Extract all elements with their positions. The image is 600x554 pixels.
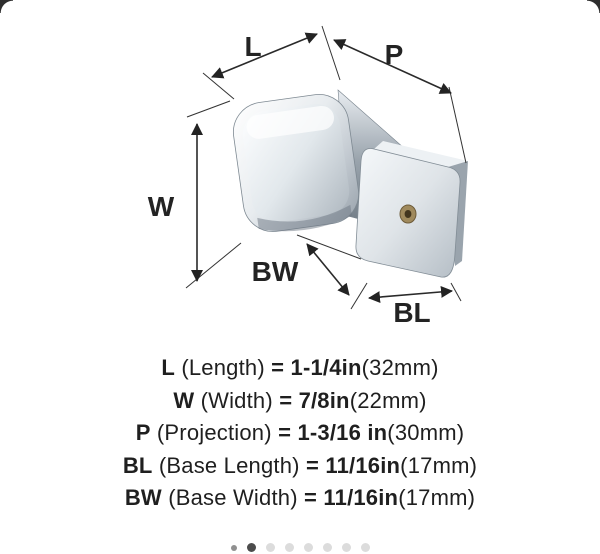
dimension-lines [191,32,453,304]
spec-metric: (17mm) [400,452,478,478]
spec-metric: (32mm) [361,355,439,380]
spec-line-base-width: BW (Base Width) = 11/16in(17mm) [0,482,600,515]
spec-code: P [135,420,151,445]
spec-code: BL [122,452,153,478]
spec-label: (Length) [181,355,265,380]
dim-label-length: L [244,31,261,62]
spec-value: = 11/16in [306,452,401,478]
spec-label: (Projection) [156,420,272,445]
base-plate-top-edge [374,141,468,167]
carousel-dot[interactable] [303,543,313,552]
spec-label: (Width) [200,387,273,413]
spec-code: W [173,387,195,413]
carousel-dot[interactable] [341,543,351,552]
spec-list: L (Length) = 1-1/4in(32mm) W (Width) = 7… [0,352,600,515]
carousel-dot[interactable] [322,543,332,552]
page-corner-artifact-right [587,0,600,13]
dim-label-base-width: BW [252,256,299,287]
dim-line-length [211,32,318,79]
dimension-labels: L P W BW BL [148,31,431,328]
carousel-dots [0,543,600,552]
carousel-dot[interactable] [265,543,275,552]
spec-label: (Base Width) [168,485,298,510]
knob-graphic [233,89,468,278]
spec-value: = 11/16in [304,485,399,510]
dim-line-projection [333,39,452,94]
dim-line-base-length [368,285,453,304]
spec-line-projection: P (Projection) = 1-3/16 in(30mm) [0,417,600,450]
spec-line-length: L (Length) = 1-1/4in(32mm) [0,352,600,385]
screw-hole-center [404,210,412,218]
spec-value: = 1-3/16 in [278,420,388,445]
carousel-dot[interactable] [230,544,237,551]
spec-line-base-length: BL (Base Length) = 11/16in(17mm) [0,450,600,483]
spec-metric: (22mm) [349,387,427,413]
carousel-dot[interactable] [360,543,370,552]
spec-metric: (30mm) [387,420,465,445]
spec-label: (Base Length) [158,452,300,478]
dim-label-base-length: BL [393,297,430,328]
spec-code: L [161,355,175,380]
dim-label-projection: P [385,39,404,70]
spec-line-width: W (Width) = 7/8in(22mm) [0,385,600,418]
carousel-dot[interactable] [284,543,294,552]
carousel-dot[interactable] [246,543,256,552]
dim-line-base-width [306,243,350,296]
spec-code: BW [124,485,162,510]
page-corner-artifact-left [0,0,13,13]
spec-value: = 1-1/4in [271,355,362,380]
knob-front-face [233,94,359,232]
dimension-diagram: L P W BW BL [148,25,468,328]
spec-metric: (17mm) [398,485,476,510]
dim-label-width: W [148,191,175,222]
spec-value: = 7/8in [279,387,350,413]
